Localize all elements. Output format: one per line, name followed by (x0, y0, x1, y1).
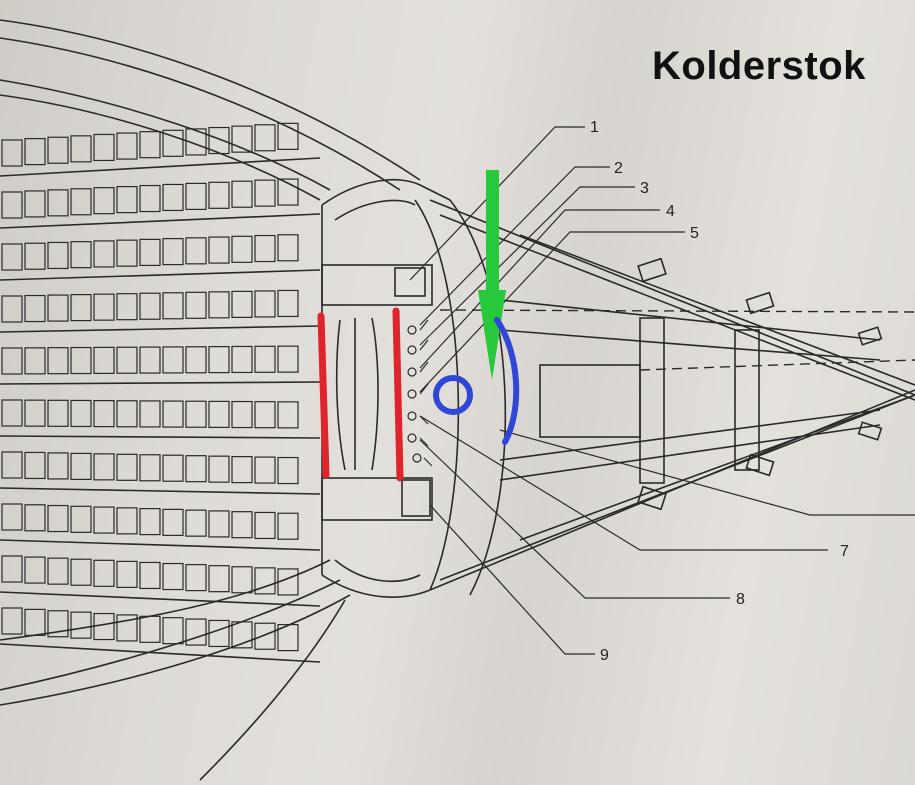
callout-4: 4 (666, 203, 675, 220)
leader-lines (409, 126, 915, 655)
callout-8: 8 (736, 591, 745, 608)
callout-9: 9 (600, 647, 609, 664)
page-title: Kolderstok (652, 44, 866, 88)
red-marker-line-left (317, 312, 330, 479)
red-marker-line-right (392, 307, 404, 482)
callout-1: 1 (590, 119, 599, 136)
callout-2: 2 (614, 160, 623, 177)
blue-circle-marker (433, 375, 473, 415)
transom-frame (321, 178, 507, 598)
hull-outline (0, 19, 421, 781)
rudder-assembly (429, 199, 915, 591)
callout-7: 7 (840, 543, 849, 560)
green-arrow (478, 170, 506, 380)
deck-planking (0, 122, 321, 663)
blue-arc-marker (494, 317, 520, 445)
callout-3: 3 (640, 180, 649, 197)
callout-5: 5 (690, 225, 699, 242)
pintle-holes (407, 319, 433, 467)
